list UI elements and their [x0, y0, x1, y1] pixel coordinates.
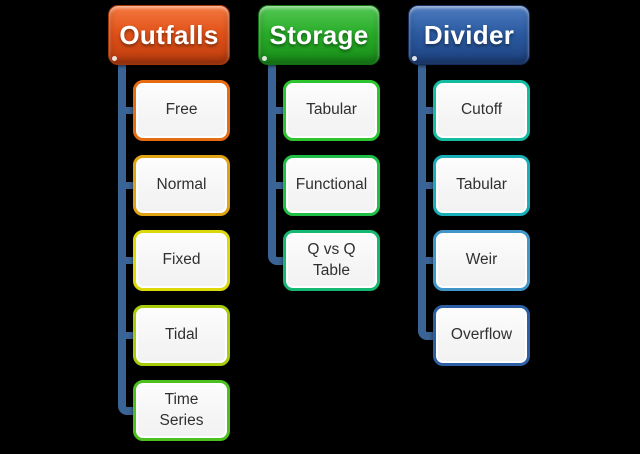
connector-stub-storage-1 — [276, 182, 286, 189]
node-time-series: Time Series — [133, 380, 230, 441]
header-title: Divider — [423, 19, 515, 50]
node-overflow: Overflow — [433, 305, 530, 366]
node-cutoff: Cutoff — [433, 80, 530, 141]
connector-elbow-outfalls — [118, 56, 136, 415]
node-free: Free — [133, 80, 230, 141]
header-divider: Divider — [408, 5, 530, 65]
node-weir: Weir — [433, 230, 530, 291]
connector-elbow-storage — [268, 56, 286, 265]
node-functional: Functional — [283, 155, 380, 216]
header-title: Outfalls — [119, 19, 219, 50]
connector-stub-divider-0 — [426, 107, 436, 114]
node-label: Functional — [295, 176, 368, 194]
header-outfalls: Outfalls — [108, 5, 230, 65]
node-label: Cutoff — [460, 101, 503, 119]
node-label: Free — [165, 101, 198, 119]
node-q-vs-q-table: Q vs Q Table — [283, 230, 380, 291]
node-tabular: Tabular — [433, 155, 530, 216]
connector-stub-divider-2 — [426, 257, 436, 264]
node-tabular: Tabular — [283, 80, 380, 141]
node-label: Q vs Q Table — [307, 240, 356, 279]
connector-elbow-divider — [418, 56, 436, 340]
connector-stub-outfalls-1 — [126, 182, 136, 189]
node-label: Tabular — [306, 101, 357, 119]
header-title: Storage — [269, 19, 369, 50]
connector-stub-outfalls-0 — [126, 107, 136, 114]
node-label: Time Series — [159, 390, 204, 429]
node-fixed: Fixed — [133, 230, 230, 291]
node-label: Overflow — [450, 326, 513, 344]
node-label: Tabular — [456, 176, 507, 194]
node-label: Fixed — [162, 251, 201, 269]
node-label: Tidal — [164, 326, 199, 344]
node-label: Normal — [156, 176, 207, 194]
node-tidal: Tidal — [133, 305, 230, 366]
node-label: Weir — [465, 251, 498, 269]
connector-stub-outfalls-2 — [126, 257, 136, 264]
connector-stub-storage-0 — [276, 107, 286, 114]
connector-stub-divider-1 — [426, 182, 436, 189]
connector-stub-outfalls-3 — [126, 332, 136, 339]
header-storage: Storage — [258, 5, 380, 65]
node-normal: Normal — [133, 155, 230, 216]
